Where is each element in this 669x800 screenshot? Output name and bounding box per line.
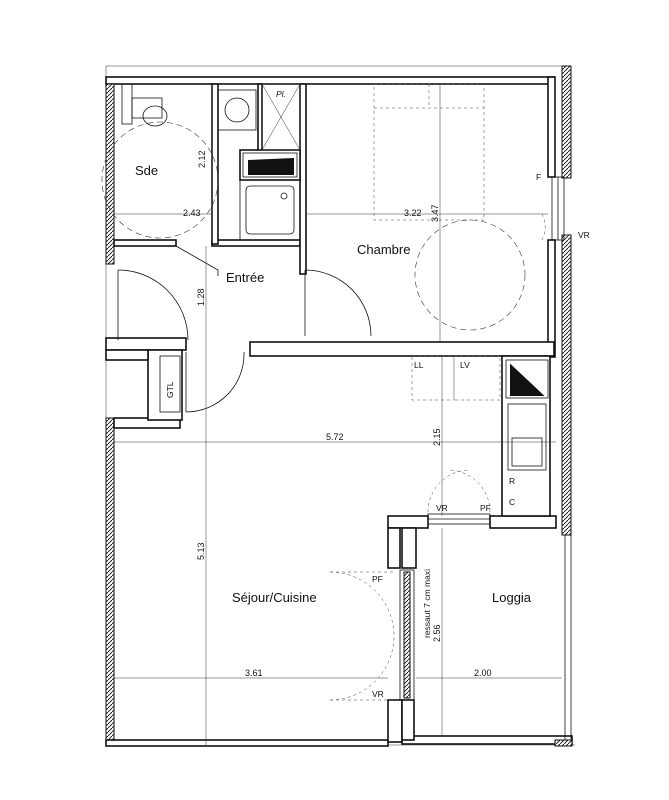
- room-label-chambre: Chambre: [357, 242, 410, 257]
- toilet-icon: [121, 83, 168, 127]
- dim-sde-height: 2.12: [197, 150, 207, 168]
- bedroom-window: [551, 176, 565, 241]
- label-pf-cuisine: PF: [480, 503, 491, 513]
- label-vr-sejour: VR: [372, 689, 384, 699]
- room-label-loggia: Loggia: [492, 590, 532, 605]
- fixtures: [101, 83, 565, 701]
- interior-walls: [105, 83, 557, 743]
- fridge-icon: [505, 359, 549, 399]
- label-vr-chambre: VR: [578, 230, 590, 240]
- label-gtl: GTL: [165, 381, 175, 398]
- room-label-sde: Sde: [135, 163, 158, 178]
- label-pf-sejour: PF: [372, 574, 383, 584]
- dim-chambre-width: 3.22: [404, 208, 422, 218]
- dim-sejour-width-total: 5.72: [326, 432, 344, 442]
- washbasin-icon: [217, 89, 257, 131]
- label-ll: LL: [414, 360, 424, 370]
- dim-sejour-height: 5.13: [196, 542, 206, 560]
- exterior-walls: [105, 65, 573, 747]
- dim-sde-width: 2.43: [183, 208, 201, 218]
- dim-chambre-height: 3.47: [430, 204, 440, 222]
- dim-cuisine-depth: 2.15: [432, 428, 442, 446]
- room-label-sejour: Séjour/Cuisine: [232, 590, 317, 605]
- water-heater-icon: [242, 152, 298, 178]
- dim-loggia-height: 2.56: [432, 624, 442, 642]
- label-ressaut: ressaut 7 cm maxi: [422, 569, 432, 638]
- sink-icon: [507, 403, 547, 471]
- closet-lines: [261, 83, 301, 151]
- label-r: R: [509, 476, 515, 486]
- loggia-bay: [399, 569, 415, 701]
- room-label-entree: Entrée: [226, 270, 264, 285]
- label-fenetre: F: [536, 172, 541, 182]
- door-swings: [117, 213, 546, 701]
- dim-sejour-width: 3.61: [245, 668, 263, 678]
- dim-entree-height: 1.28: [196, 288, 206, 306]
- dimension-lines: [114, 84, 562, 745]
- label-lv: LV: [460, 360, 470, 370]
- shower-icon: [239, 179, 301, 241]
- kitchen-window: [427, 513, 491, 525]
- label-placard: Pl.: [276, 89, 286, 99]
- label-vr-cuisine: VR: [436, 503, 448, 513]
- label-c: C: [509, 497, 515, 507]
- bed-icon: [373, 83, 485, 221]
- dim-loggia-width: 2.00: [474, 668, 492, 678]
